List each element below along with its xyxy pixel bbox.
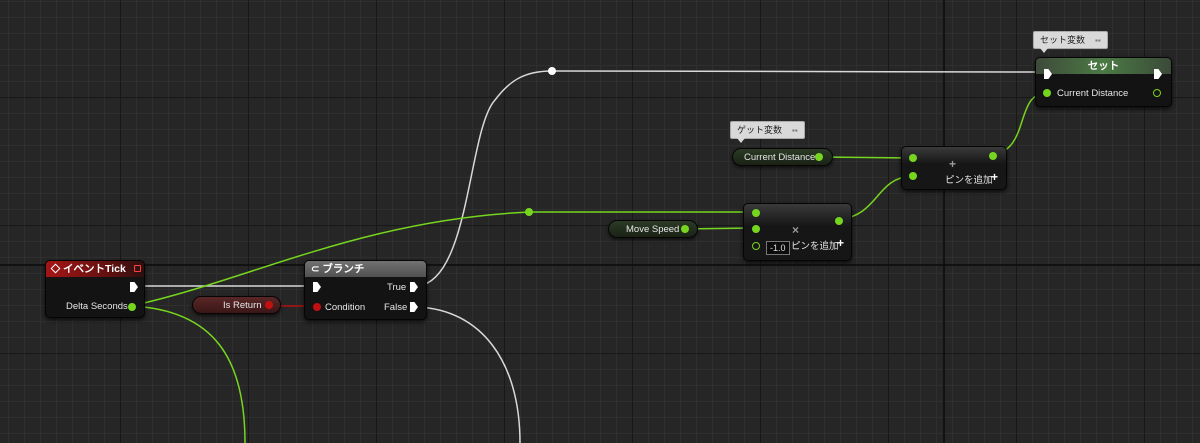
add-add-pin-icon[interactable]: + [991,170,999,184]
exec-wire-true-to-set [417,70,1037,287]
add-in-pin-b[interactable] [909,172,917,180]
move-speed-label: Move Speed [626,224,680,235]
add-out-pin[interactable] [989,152,997,160]
branch-false-pin[interactable] [410,302,418,312]
add-node[interactable]: + ピンを追加 + [901,146,1007,190]
exec-wire-false-down [417,306,521,443]
add-in-pin-a[interactable] [909,154,917,162]
branch-icon: ⊂ [311,264,320,275]
float-wire-get-to-add [817,156,913,159]
add-add-pin-label: ピンを追加 [945,175,993,186]
branch-true-pin[interactable] [410,282,418,292]
event-tick-node[interactable]: イベントTick Delta Seconds [45,260,145,318]
multiply-add-pin-icon[interactable]: + [837,236,845,250]
set-exec-in-pin[interactable] [1044,69,1052,79]
bubble-dots-icon-2: ▪▪ [1095,36,1101,45]
reroute-knot-float[interactable] [525,208,533,216]
reroute-knot-exec[interactable] [548,67,556,75]
branch-exec-in-pin[interactable] [313,282,321,292]
set-variable-bubble-text: セット変数 [1040,35,1086,45]
bubble-dots-icon: ▪▪ [792,126,798,135]
current-distance-get-label: Current Distance [744,152,816,163]
event-tick-header[interactable]: イベントTick [46,261,144,277]
stop-icon [134,265,141,272]
float-wire-delta-down [130,305,246,443]
multiply-in-pin-a[interactable] [752,209,760,217]
event-exec-out-pin[interactable] [130,282,138,292]
event-diamond-icon [50,263,61,274]
branch-condition-pin[interactable] [313,303,321,311]
set-variable-bubble: セット変数 ▪▪ [1033,31,1108,53]
is-return-out-pin[interactable] [265,301,273,309]
delta-seconds-label: Delta Seconds [66,301,128,312]
float-wire-delta-to-multiply [130,211,754,307]
multiply-default-value-field[interactable]: -1.0 [766,241,790,255]
set-current-distance-node[interactable]: セット Current Distance [1035,57,1172,107]
branch-condition-label: Condition [325,302,366,313]
multiply-node[interactable]: -1.0 × ピンを追加 + [743,203,852,261]
multiply-add-pin-label: ピンを追加 [791,241,839,252]
branch-false-label: False [384,302,408,313]
add-operator-icon: + [949,157,957,171]
multiply-out-pin[interactable] [835,217,843,225]
set-value-out-pin[interactable] [1153,89,1161,97]
set-node-title: セット [1087,60,1120,72]
set-value-in-pin[interactable] [1043,89,1051,97]
branch-title: ブランチ [322,263,365,275]
branch-true-label: True [387,282,407,293]
get-variable-bubble-text: ゲット変数 [737,125,783,135]
set-node-header[interactable]: セット [1036,58,1171,74]
get-variable-bubble: ゲット変数 ▪▪ [730,121,805,143]
event-tick-title: イベントTick [63,263,126,275]
move-speed-out-pin[interactable] [681,225,689,233]
branch-node[interactable]: ⊂ブランチ True Condition False [304,260,427,320]
set-exec-out-pin[interactable] [1154,69,1162,79]
multiply-in-pin-b[interactable] [752,225,760,233]
is-return-label: Is Return [223,300,262,311]
move-speed-getter-node[interactable]: Move Speed [608,220,698,238]
multiply-operator-icon: × [792,223,800,237]
branch-header[interactable]: ⊂ブランチ [305,261,426,277]
delta-seconds-pin[interactable] [128,303,136,311]
multiply-in-pin-c[interactable] [752,242,760,250]
is-return-getter-node[interactable]: Is Return [192,296,281,314]
set-variable-label: Current Distance [1057,88,1129,99]
current-distance-getter-node[interactable]: Current Distance [732,148,833,166]
current-distance-get-out-pin[interactable] [815,153,823,161]
